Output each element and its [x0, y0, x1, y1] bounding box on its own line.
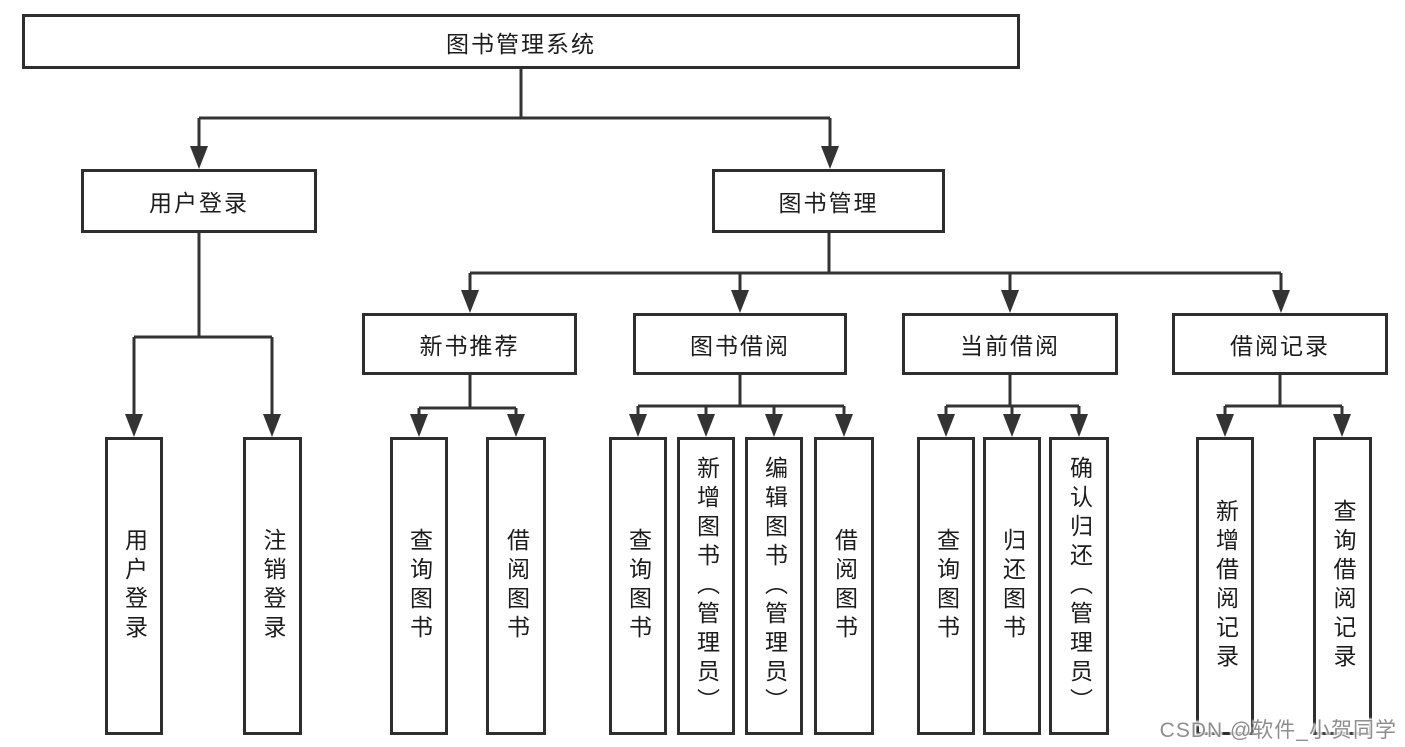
leaf-query-books-current-label: 查询图书 [933, 528, 960, 644]
leaf-query-books-borrowing: 查询图书 [609, 437, 667, 735]
leaf-user-login-label: 用户登录 [121, 528, 148, 644]
leaf-query-borrow-record: 查询借阅记录 [1313, 437, 1372, 735]
node-user-login: 用户登录 [81, 169, 317, 233]
node-root-library-system: 图书管理系统 [22, 14, 1020, 69]
leaf-query-books-recommend: 查询图书 [390, 437, 448, 735]
leaf-add-books-admin: 新增图书（管理员） [677, 437, 735, 735]
node-book-management: 图书管理 [712, 169, 945, 233]
leaf-query-borrow-record-label: 查询借阅记录 [1330, 499, 1356, 673]
leaf-query-books-current: 查询图书 [917, 437, 975, 735]
node-book-borrowing: 图书借阅 [633, 313, 847, 375]
node-current-borrowing: 当前借阅 [902, 313, 1118, 375]
leaf-add-borrow-record-label: 新增借阅记录 [1212, 499, 1239, 673]
leaf-query-books-borrowing-label: 查询图书 [625, 528, 652, 644]
leaf-return-books-label: 归还图书 [999, 528, 1026, 644]
leaf-add-borrow-record: 新增借阅记录 [1196, 437, 1254, 735]
leaf-confirm-return-admin-label: 确认归还（管理员） [1066, 455, 1093, 717]
leaf-query-books-recommend-label: 查询图书 [406, 528, 433, 644]
leaf-borrow-books: 借阅图书 [814, 437, 874, 735]
leaf-edit-books-admin-label: 编辑图书（管理员） [761, 455, 788, 717]
leaf-return-books: 归还图书 [983, 437, 1041, 735]
node-new-book-recommend: 新书推荐 [362, 313, 577, 375]
leaf-logout-label: 注销登录 [260, 528, 286, 644]
watermark: CSDN @软件_小贺同学 [1159, 719, 1397, 742]
leaf-logout: 注销登录 [243, 437, 302, 735]
leaf-borrow-books-recommend-label: 借阅图书 [503, 528, 530, 644]
leaf-user-login: 用户登录 [105, 437, 163, 735]
leaf-confirm-return-admin: 确认归还（管理员） [1049, 437, 1109, 735]
leaf-borrow-books-recommend: 借阅图书 [486, 437, 546, 735]
leaf-add-books-admin-label: 新增图书（管理员） [693, 455, 720, 717]
leaf-borrow-books-label: 借阅图书 [831, 528, 858, 644]
node-borrow-records: 借阅记录 [1172, 313, 1388, 375]
leaf-edit-books-admin: 编辑图书（管理员） [745, 437, 803, 735]
